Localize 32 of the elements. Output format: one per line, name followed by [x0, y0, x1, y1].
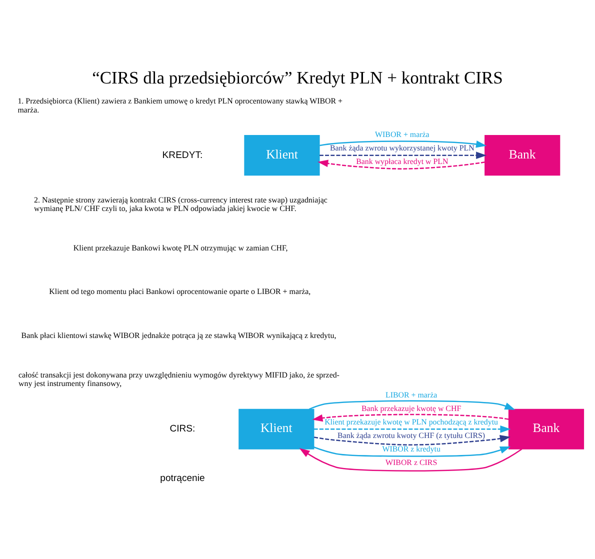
- label: CIRS:: [170, 424, 196, 435]
- diagram-title: “CIRS dla przedsiębiorców” Kredyt PLN + kontrakt CIRS: [92, 67, 503, 88]
- node-box: Klient: [244, 135, 320, 176]
- node-box: Bank: [508, 408, 584, 450]
- label: Klient od tego momentu płaci Bankowi oprocentowanie oparte o LIBOR + marża,: [49, 287, 311, 296]
- node-box: Bank: [484, 135, 560, 176]
- edge-label: Bank żąda zwrotu wykorzystanej kwoty PLN: [330, 144, 474, 153]
- label: KREDYT:: [162, 150, 203, 161]
- edge-label: LIBOR + marża: [385, 390, 438, 400]
- label: Bank płaci klientowi stawkę WIBOR jednakże potrąca ją ze stawką WIBOR wynikającą z kredytu,: [21, 331, 336, 340]
- edge-label: Bank przekazuje kwotę w CHF: [362, 404, 462, 413]
- arrow: [314, 446, 511, 457]
- arrow: [314, 434, 510, 446]
- label: 2. Następnie strony zawierają kontrakt CIRS (cross-currency interest rate swap) uzgadniając wymianę PLN/ CHF czyli to, jaka kwota w PLN odpowiada jakiej kwocie w CHF.: [34, 195, 328, 214]
- edge-label: Bank żąda zwrotu kwoty CHF (z tytułu CIRS): [338, 430, 486, 440]
- label: Klient przekazuje Bankowi kwotę PLN otrzymując w zamian CHF,: [73, 243, 288, 252]
- node-box: Klient: [238, 408, 314, 450]
- label: potrącenie: [160, 472, 205, 484]
- edge-label: WIBOR + marża: [375, 130, 430, 140]
- arrow: [308, 400, 516, 410]
- label: całość transakcji jest dokonywana przy uwzględnieniu wymogów dyrektywy MIFID jako, że sprzed- wny jest instrumenty finansowy,: [18, 370, 340, 388]
- label: 1. Przedsiębiorca (Klient) zawiera z Bankiem umowę o kredyt PLN oprocentowany stawką WIBOR + marża.: [18, 96, 343, 114]
- edge-label: Bank wypłaca kredyt w PLN: [356, 157, 448, 166]
- arrow: [318, 160, 485, 170]
- arrow: [320, 152, 487, 160]
- arrow: [320, 140, 487, 148]
- edge-label: WIBOR z CIRS: [386, 458, 438, 467]
- arrow: [314, 425, 511, 433]
- edge-label: Klient przekazuje kwotę w PLN pochodzącą z kredytu: [324, 417, 498, 426]
- edge-label: WIBOR z kredytu: [382, 444, 440, 454]
- arrow: [299, 448, 522, 472]
- arrow: [312, 414, 509, 422]
